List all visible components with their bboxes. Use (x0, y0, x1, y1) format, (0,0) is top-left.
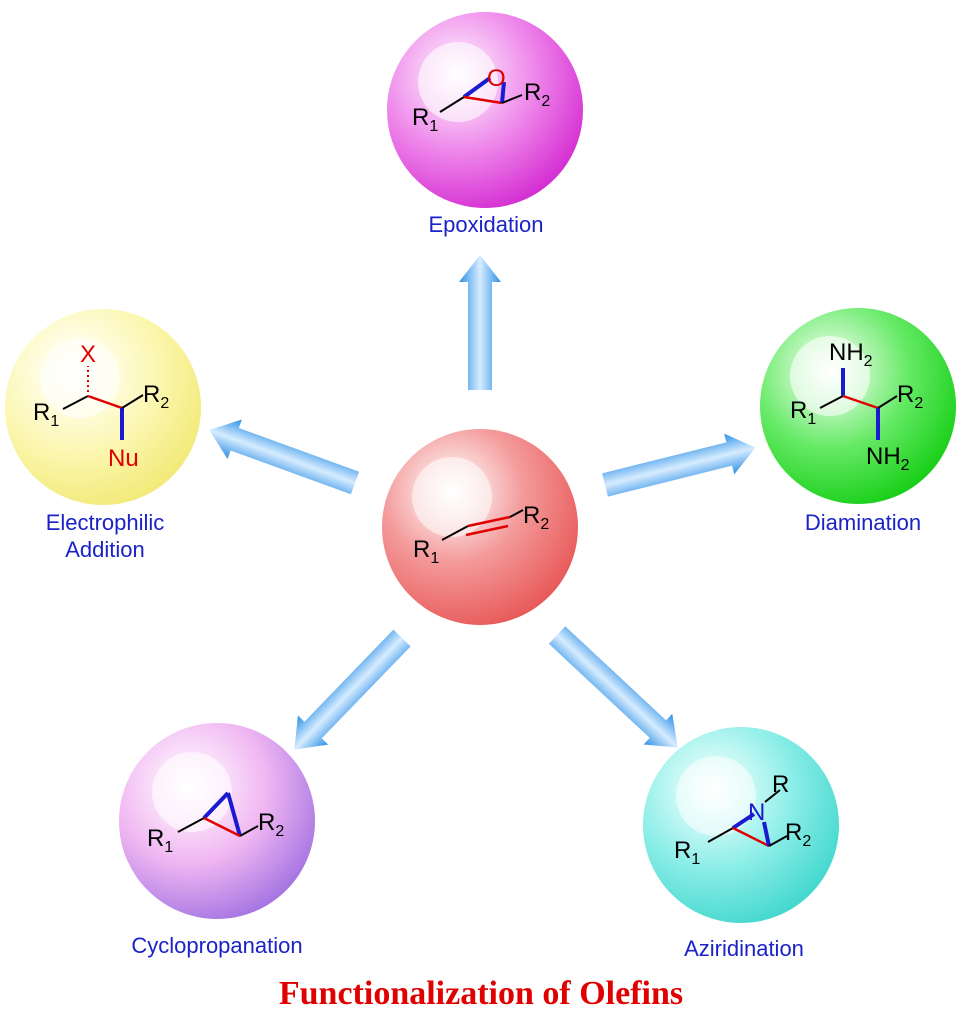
diagram-title: Functionalization of Olefins (279, 975, 683, 1012)
center-r2: R2 (523, 502, 549, 533)
cyclopropanation-r2: R2 (258, 809, 284, 840)
diamination-nh2-bottom: NH2 (866, 443, 910, 474)
electrophilic-x: X (80, 341, 96, 368)
epoxidation-oxygen: O (487, 65, 506, 92)
diamination-r2: R2 (897, 381, 923, 412)
center-r1: R1 (413, 536, 439, 567)
aziridination-r-on-n: R (772, 771, 789, 798)
label-epoxidation: Epoxidation (429, 212, 544, 237)
arrow-up (459, 255, 501, 390)
electrophilic-addition-sphere: X Nu R1 R2 (5, 309, 201, 505)
arrows (209, 255, 756, 750)
diamination-nh2-top: NH2 (829, 339, 873, 370)
label-electrophilic-line2: Addition (65, 537, 145, 562)
label-cyclopropanation: Cyclopropanation (131, 933, 302, 958)
aziridination-sphere: N R R1 R2 (643, 727, 839, 923)
electrophilic-r2: R2 (143, 381, 169, 412)
aziridination-nitrogen: N (748, 799, 765, 826)
label-electrophilic-line1: Electrophilic (46, 510, 165, 535)
arrow-upper-left (209, 419, 360, 495)
label-aziridination: Aziridination (684, 936, 804, 961)
arrow-lower-left (294, 629, 411, 750)
cyclopropanation-r1: R1 (147, 825, 173, 856)
diamination-r1: R1 (790, 397, 816, 428)
center-sphere-olefin: R1 R2 (382, 429, 578, 625)
electrophilic-nu: Nu (108, 445, 139, 472)
epoxidation-r1: R1 (412, 104, 438, 135)
epoxidation-sphere: O R1 R2 (387, 12, 583, 208)
arrow-upper-right (602, 433, 756, 497)
aziridination-r2: R2 (785, 819, 811, 850)
diamination-sphere: NH2 NH2 R1 R2 (760, 308, 956, 504)
label-diamination: Diamination (805, 510, 921, 535)
arrow-lower-right (548, 626, 678, 748)
cyclopropanation-sphere: R1 R2 (119, 723, 315, 919)
epoxidation-r2: R2 (524, 79, 550, 110)
electrophilic-r1: R1 (33, 399, 59, 430)
aziridination-r1: R1 (674, 837, 700, 868)
